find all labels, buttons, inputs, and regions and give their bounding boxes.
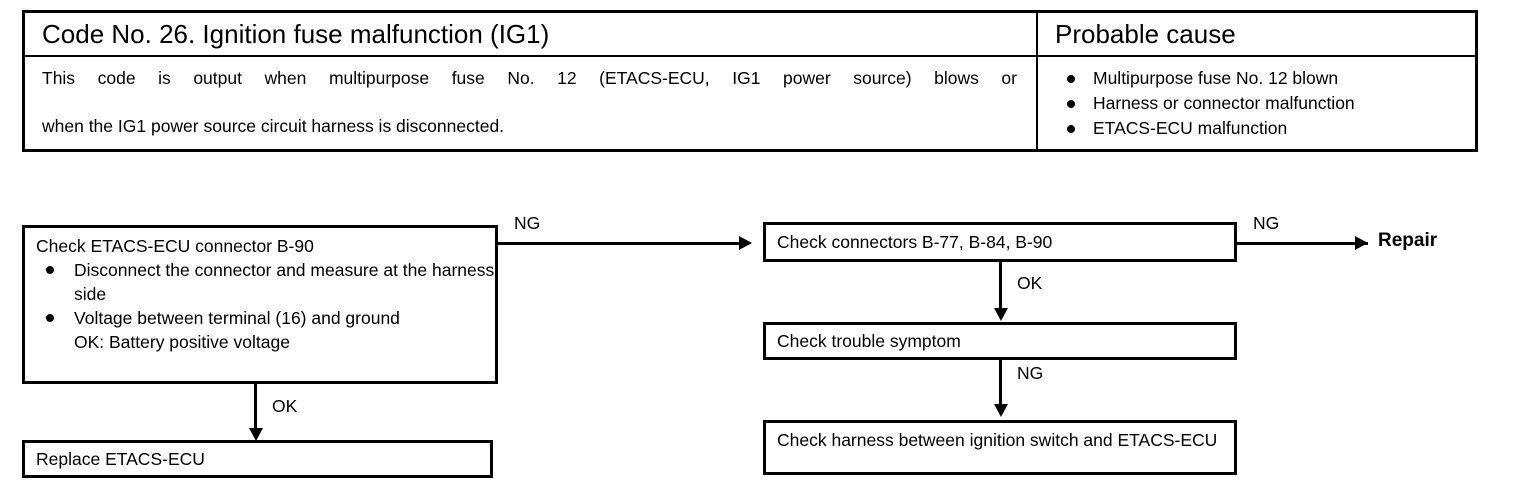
bullet-icon: [1067, 100, 1075, 108]
flow-box-check-etacs-ecu-connector: Check ETACS-ECU connector B-90 Disconnec…: [22, 225, 498, 384]
bullet-icon: [46, 314, 54, 322]
bullet-icon: [1067, 75, 1075, 83]
edge-label-ng-repair: NG: [1253, 213, 1280, 233]
connector-ok-left-to-replace: [254, 384, 257, 430]
code-description-line-2: when the IG1 power source circuit harnes…: [42, 116, 505, 136]
step-text: Disconnect the connector and measure at …: [74, 260, 495, 304]
cause-text: Multipurpose fuse No. 12 blown: [1093, 68, 1339, 88]
flow-box-check-connectors: Check connectors B-77, B-84, B-90: [763, 222, 1237, 262]
flow-terminal-repair: Repair: [1378, 230, 1438, 251]
flow-box-check-harness: Check harness between ignition switch an…: [763, 420, 1237, 475]
arrowhead-right-icon: [1355, 236, 1368, 250]
step-ok-criteria: OK: Battery positive voltage: [74, 332, 290, 352]
table-body-row: This code is output when multipurpose fu…: [25, 57, 1475, 149]
table-header-row: [25, 13, 1475, 57]
list-item: Harness or connector malfunction: [1055, 91, 1355, 116]
list-item: Multipurpose fuse No. 12 blown: [1055, 66, 1355, 91]
connector-ng-left-to-connectors: [497, 242, 739, 245]
arrowhead-down-icon: [994, 404, 1008, 417]
probable-cause-title: Probable cause: [1055, 19, 1236, 49]
code-description-line-1: This code is output when multipurpose fu…: [42, 68, 1017, 88]
code-title: Code No. 26. Ignition fuse malfunction (…: [42, 19, 550, 49]
arrowhead-right-icon: [739, 236, 752, 250]
dtc-description-table: Code No. 26. Ignition fuse malfunction (…: [22, 10, 1478, 152]
connector-ng-connectors-to-repair: [1237, 242, 1368, 245]
connector-ng-trouble-to-harness: [999, 360, 1002, 406]
flow-box-replace-etacs-ecu: Replace ETACS-ECU: [22, 440, 493, 478]
flow-box-step-list: Disconnect the connector and measure at …: [36, 258, 495, 354]
edge-label-ok-right: OK: [1017, 273, 1043, 293]
flow-box-title: Check ETACS-ECU connector B-90: [36, 236, 314, 256]
edge-label-ng-top: NG: [514, 213, 541, 233]
list-item: ETACS-ECU malfunction: [1055, 116, 1355, 141]
cause-text: Harness or connector malfunction: [1093, 93, 1355, 113]
table-column-divider: [1036, 13, 1038, 149]
arrowhead-down-icon: [249, 428, 263, 441]
code-description: This code is output when multipurpose fu…: [42, 66, 1017, 138]
step-text: Voltage between terminal (16) and ground: [74, 308, 400, 328]
flow-box-check-trouble-symptom: Check trouble symptom: [763, 322, 1237, 360]
arrowhead-down-icon: [994, 308, 1008, 321]
connector-ok-connectors-to-trouble: [999, 262, 1002, 310]
edge-label-ok-left: OK: [272, 396, 298, 416]
bullet-icon: [46, 266, 54, 274]
flow-box-label: Check connectors B-77, B-84, B-90: [777, 232, 1053, 252]
probable-cause-list: Multipurpose fuse No. 12 blown Harness o…: [1055, 66, 1355, 141]
edge-label-ng-harness: NG: [1017, 363, 1044, 383]
list-item: Disconnect the connector and measure at …: [36, 258, 495, 306]
flow-box-label: Replace ETACS-ECU: [36, 449, 205, 469]
bullet-icon: [1067, 125, 1075, 133]
flow-box-label: Check trouble symptom: [777, 331, 961, 351]
cause-text: ETACS-ECU malfunction: [1093, 118, 1288, 138]
list-item: Voltage between terminal (16) and ground…: [36, 306, 495, 354]
flow-box-label: Check harness between ignition switch an…: [777, 430, 1218, 450]
